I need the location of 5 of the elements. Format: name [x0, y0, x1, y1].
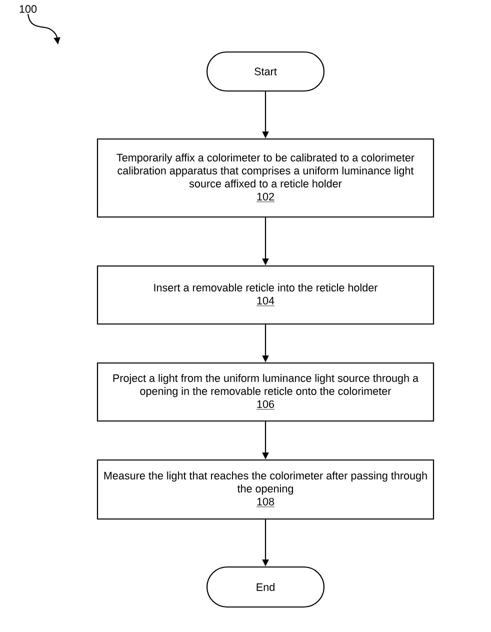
process-box: Temporarily affix a colorimeter to be calibrated to a colorimeter calibration apparatus that comprises a uniform luminance light source affixed to a reticle holder 102	[96, 138, 434, 218]
process-box: Project a light from the uniform luminance light source through a opening in the removable reticle onto the colorimeter 106	[96, 362, 434, 422]
process-box: Insert a removable reticle into the reticle holder 104	[96, 265, 434, 325]
process-box: Measure the light that reaches the colorimeter after passing through the opening 108	[96, 459, 434, 520]
reference-numeral: 100	[20, 5, 37, 13]
